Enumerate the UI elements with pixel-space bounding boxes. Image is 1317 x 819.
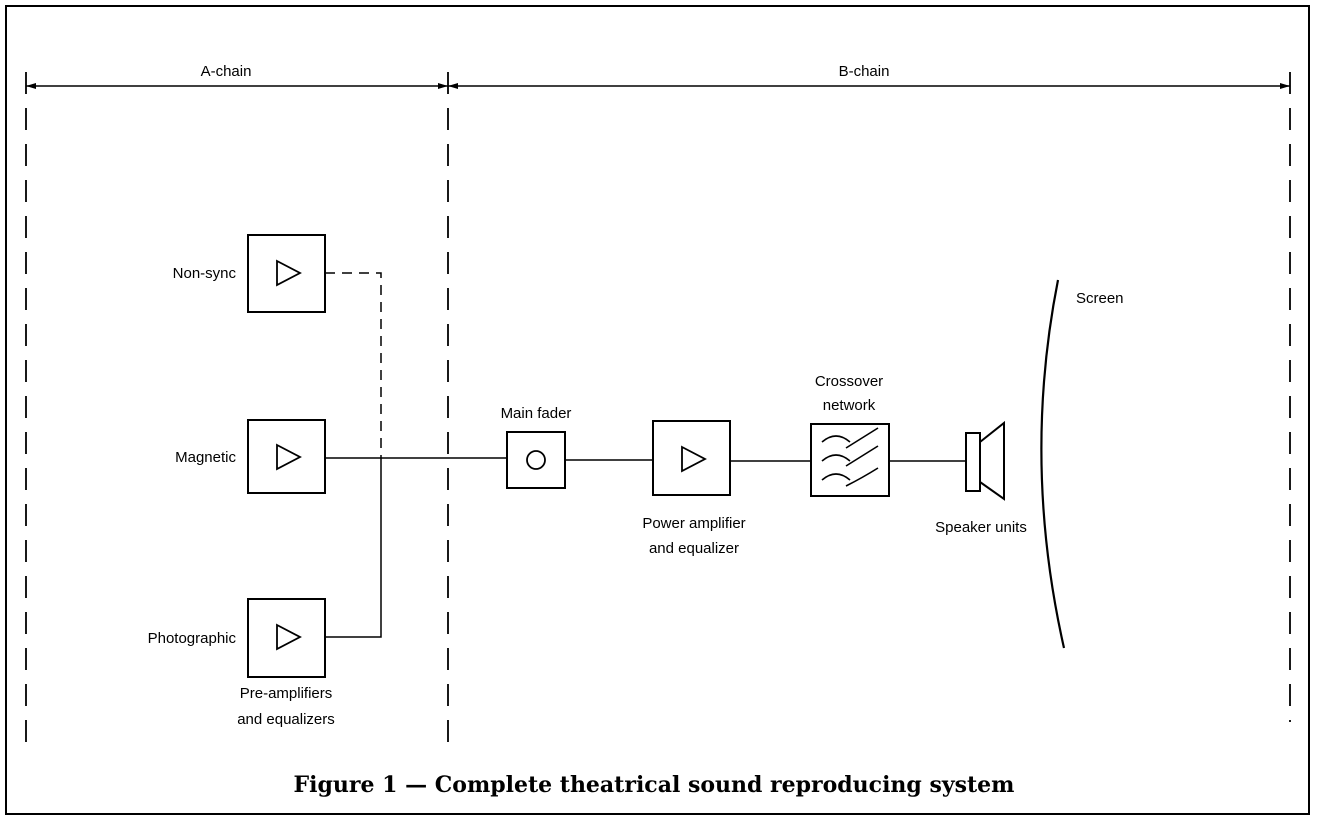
preamp-nonsync xyxy=(247,234,326,313)
crossover-label-line2: network xyxy=(823,397,876,414)
figure-frame xyxy=(5,5,1310,815)
crossover-filter-icon xyxy=(821,427,879,487)
a-chain-label: A-chain xyxy=(201,63,252,80)
preamp-photographic xyxy=(247,598,326,678)
b-chain-label: B-chain xyxy=(839,63,890,80)
speaker-icon xyxy=(965,420,1005,501)
amplifier-icon xyxy=(681,445,707,473)
main-fader-label: Main fader xyxy=(501,405,572,422)
photographic-connection xyxy=(325,458,382,638)
speaker-units-label: Speaker units xyxy=(935,519,1027,536)
preamp-label-line1: Pre-amplifiers xyxy=(240,685,333,702)
main-fader xyxy=(506,431,566,489)
preamp-magnetic xyxy=(247,419,326,494)
crossover-network xyxy=(810,423,890,497)
crossover-label-line1: Crossover xyxy=(815,373,883,390)
screen-label: Screen xyxy=(1076,290,1124,307)
power-amplifier xyxy=(652,420,731,496)
nonsync-connection xyxy=(325,272,382,458)
amplifier-icon xyxy=(276,259,302,287)
power-amp-label-line2: and equalizer xyxy=(649,540,739,557)
amplifier-icon xyxy=(276,443,302,471)
screen-line xyxy=(1040,279,1066,649)
input-label-magnetic: Magnetic xyxy=(175,449,236,466)
preamp-label-line2: and equalizers xyxy=(237,711,335,728)
figure-caption: Figure 1 — Complete theatrical sound rep… xyxy=(294,772,1015,798)
input-label-nonsync: Non-sync xyxy=(173,265,237,282)
fader-knob-icon xyxy=(526,450,546,470)
power-amp-label-line1: Power amplifier xyxy=(642,515,745,532)
input-label-photographic: Photographic xyxy=(148,630,237,647)
amplifier-icon xyxy=(276,623,302,651)
